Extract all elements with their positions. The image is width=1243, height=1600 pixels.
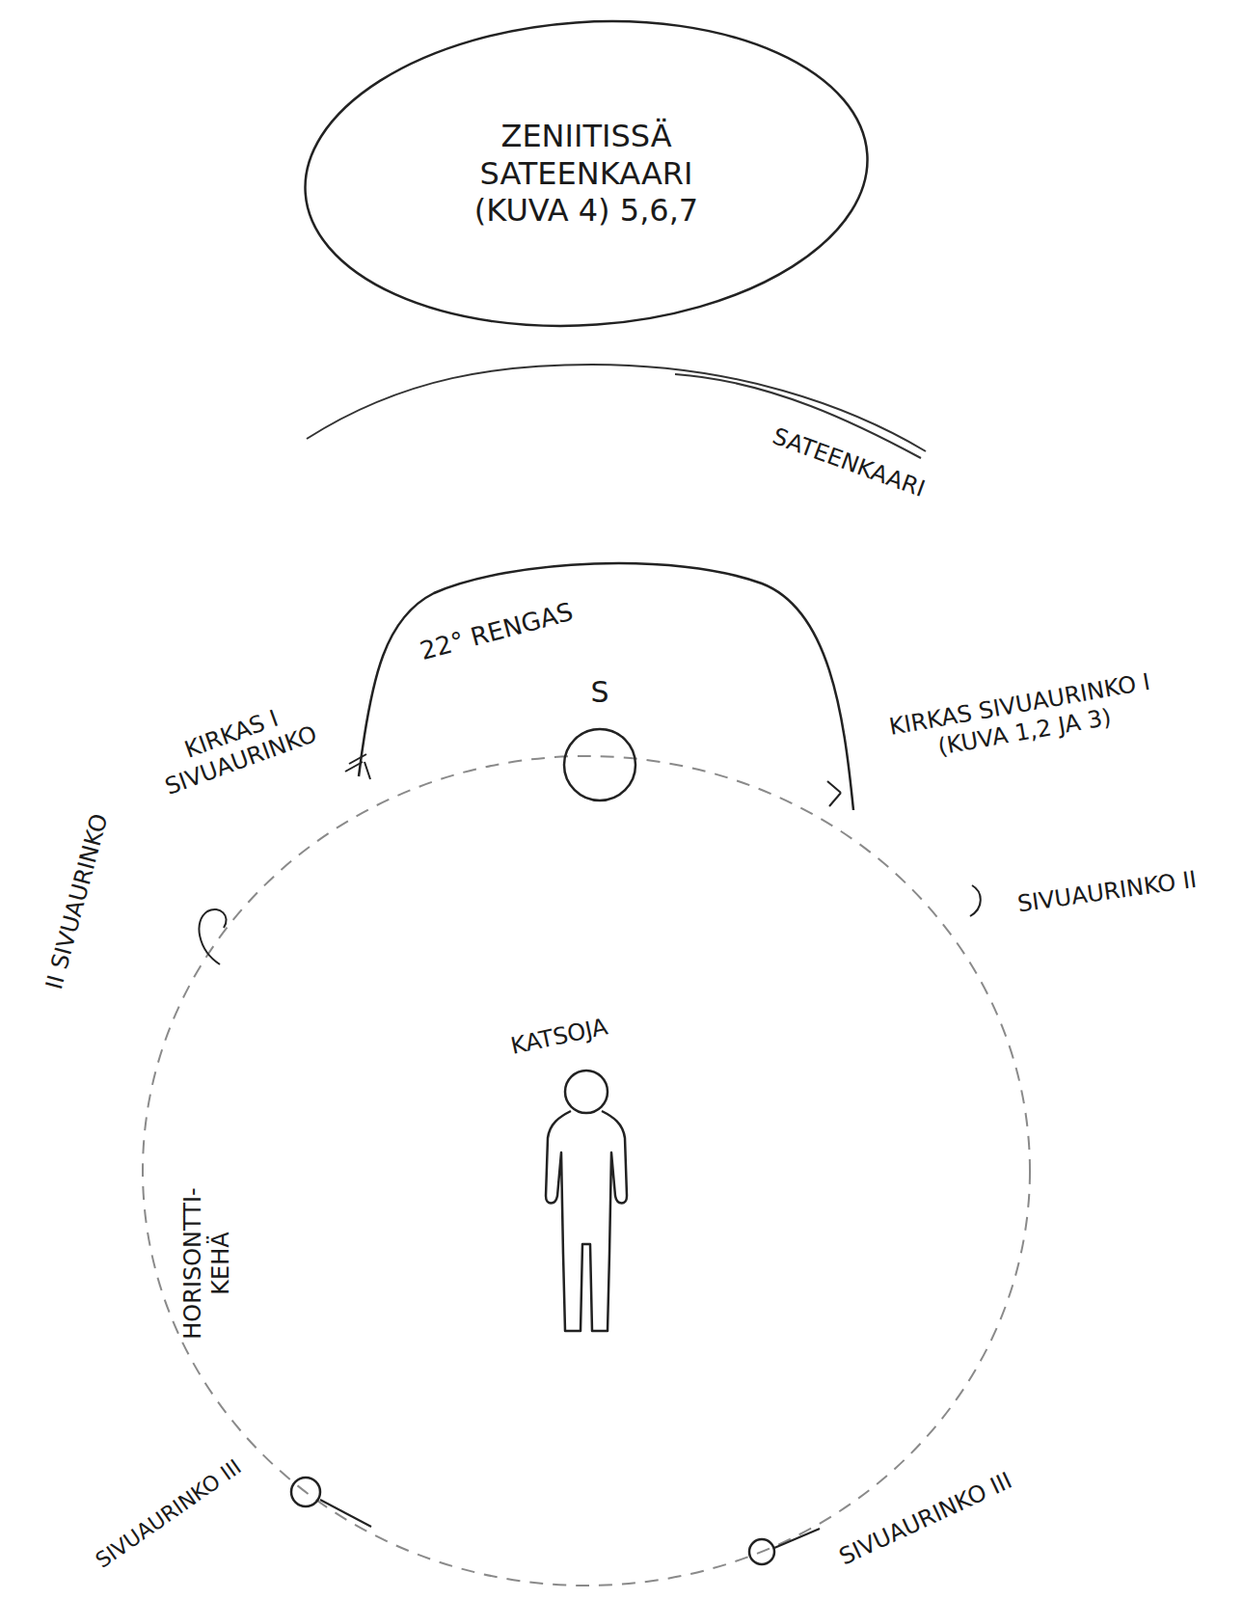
halo-ring-arc [358,563,854,811]
sundog-label: KIRKAS SIVUAURINKO I (KUVA 1,2 JA 3) [882,667,1163,770]
sundog-mark [827,781,841,807]
sundog-label: SIVUAURINKO III [86,1451,252,1578]
sundog-label: KIRKAS I SIVUAURINKO [138,689,335,807]
sundog-label: SIVUAURINKO II [1015,865,1198,919]
ring-label: 22° RENGAS [416,596,576,667]
sundog-circle [749,1539,775,1565]
node-label: ZENIITISSÄ SATEENKAARI (KUVA 4) 5,6,7 [473,117,701,229]
sundog-circle [291,1477,321,1507]
ellipse-shape [295,2,878,345]
sun-circle [564,729,636,801]
observer-label: KATSOJA [508,1012,610,1060]
text-holder: ZENIITISSÄ SATEENKAARI (KUVA 4) 5,6,7 [301,19,871,328]
sundog-label: SIVUAURINKO III [835,1466,1017,1571]
horizon-circle [142,756,1030,1586]
sun-node: S [559,675,641,804]
sundog-tail [320,1499,372,1527]
sundog-symbol [198,909,226,965]
observer-head [565,1070,608,1113]
sun-letter: S [559,675,641,710]
zenith-ellipse: ZENIITISSÄ SATEENKAARI (KUVA 4) 5,6,7 [301,19,871,328]
sundog-label: II SIVUAURINKO [40,810,114,993]
observer-body [545,1110,627,1331]
rainbow-arc [306,364,926,452]
sundog-mark [345,754,371,780]
sundog-tail [774,1528,820,1548]
rainbow-label: SATEENKAARI [768,422,929,504]
sundog-symbol [970,885,981,917]
horizon-label: HORISONTTI- KEHÄ [179,1166,236,1360]
